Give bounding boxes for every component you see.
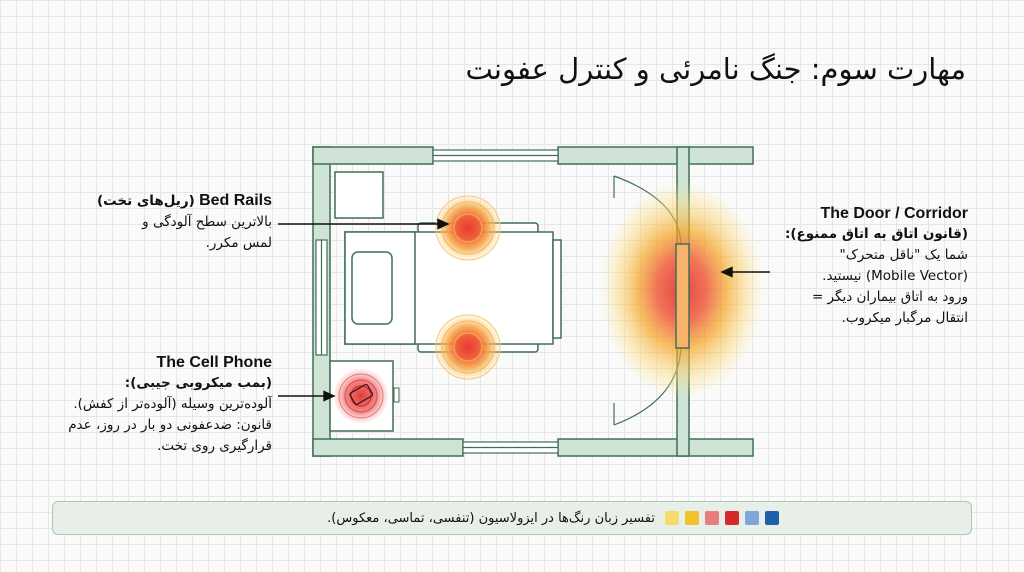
- door-line-4: انتقال مرگبار میکروب.: [841, 310, 968, 326]
- bed-rails-line-2: لمس مکرر.: [205, 235, 272, 251]
- swatch-blue: [765, 511, 779, 525]
- bed-rails-line-1: بالاترین سطح آلودگی و: [142, 214, 272, 230]
- color-legend: تفسیر زبان رنگ‌ها در ایزولاسیون (تنفسی، …: [52, 501, 972, 535]
- cell-phone-heading-en: The Cell Phone: [156, 354, 272, 371]
- cell-phone-heading-fa: (بمب میکروبی جیبی):: [124, 375, 272, 391]
- door-panel: [675, 243, 690, 349]
- bed-rail-hotspot-bottom: [434, 313, 502, 381]
- legend-swatches: [665, 511, 779, 525]
- door-heading-fa: (قانون اتاق به اتاق ممنوع):: [784, 226, 968, 242]
- legend-text: تفسیر زبان رنگ‌ها در ایزولاسیون (تنفسی، …: [327, 510, 655, 526]
- bed-rails-heading: Bed Rails (ریل‌های تخت): [62, 190, 272, 212]
- page-title: مهارت سوم: جنگ نامرئی و کنترل عفونت: [465, 52, 966, 86]
- swatch-red: [725, 511, 739, 525]
- swatch-yellow: [685, 511, 699, 525]
- swatch-light-yellow: [665, 511, 679, 525]
- cell-phone-line-1: آلوده‌ترین وسیله (آلوده‌تر از کفش).: [73, 396, 272, 412]
- bed-rails-heading-en: Bed Rails: [199, 192, 272, 209]
- bed-rails-heading-fa: (ریل‌های تخت): [96, 193, 195, 209]
- cell-phone-icon: [349, 383, 374, 405]
- bed-rails-callout: Bed Rails (ریل‌های تخت) بالاترین سطح آلو…: [62, 190, 272, 254]
- left-window: [315, 239, 328, 356]
- swatch-light-blue: [745, 511, 759, 525]
- top-window: [432, 149, 559, 162]
- door-callout: The Door / Corridor (قانون اتاق به اتاق …: [740, 203, 968, 329]
- door-line-1: شما یک "ناقل متحرک": [839, 247, 968, 263]
- door-heading-en: The Door / Corridor: [820, 205, 968, 222]
- callout-arrows: [278, 218, 770, 402]
- swatch-light-red: [705, 511, 719, 525]
- bottom-window: [462, 441, 559, 454]
- phone-hotspot: [334, 369, 388, 423]
- cell-phone-line-2: قانون: ضدعفونی دو بار در روز، عدم: [68, 417, 272, 433]
- nightstand: [334, 171, 384, 219]
- cell-phone-line-3: قرارگیری روی تخت.: [157, 438, 272, 454]
- bed-rail-hotspot-top: [434, 194, 502, 262]
- door-line-2: (Mobile Vector) نیستید.: [822, 268, 968, 284]
- legend-content: تفسیر زبان رنگ‌ها در ایزولاسیون (تنفسی، …: [327, 502, 779, 534]
- door-line-3: ورود به اتاق بیماران دیگر =: [811, 289, 968, 305]
- cell-phone-callout: The Cell Phone (بمب میکروبی جیبی): آلوده…: [22, 352, 272, 457]
